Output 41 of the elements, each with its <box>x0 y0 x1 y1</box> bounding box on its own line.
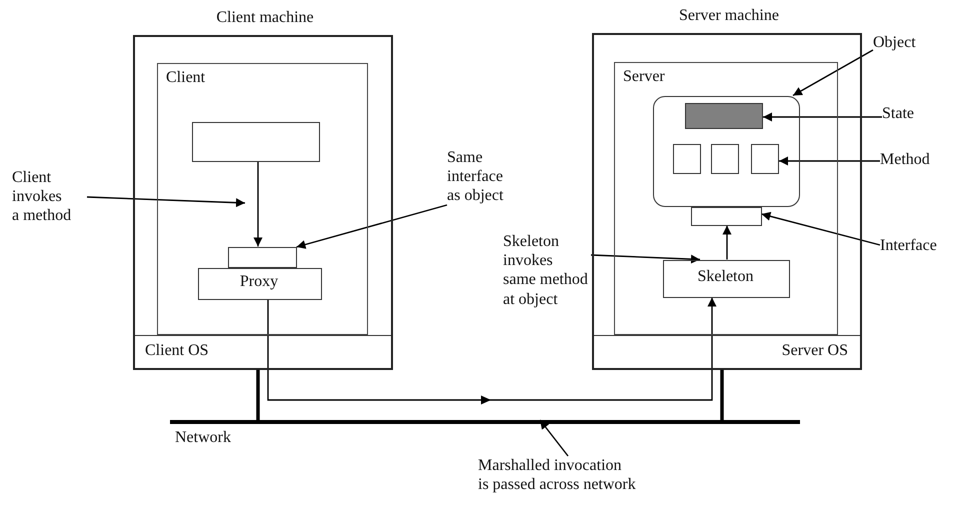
arrow <box>792 49 874 96</box>
object-box <box>652 96 800 206</box>
arrow <box>267 298 716 404</box>
annotation-text: Method <box>880 150 955 170</box>
arrow <box>779 156 880 166</box>
connector-line <box>720 370 724 420</box>
skeleton-box <box>662 260 790 298</box>
layer-label: Client OS <box>145 342 209 360</box>
annotation-text: Same interface as object <box>447 148 527 206</box>
arrow <box>763 112 882 122</box>
annotation-text: Client invokes a method <box>12 168 87 226</box>
arrow <box>86 196 246 208</box>
annotation-text: Skeleton invokes same method at object <box>503 232 591 309</box>
process-box <box>157 63 368 335</box>
interface-box <box>228 246 296 268</box>
annotation-text: Object <box>873 33 953 52</box>
box-label: Skeleton <box>696 268 754 286</box>
machine-title: Client machine <box>215 9 315 27</box>
box-label: Proxy <box>238 272 280 290</box>
interface-box <box>690 206 762 226</box>
machine-title: Server machine <box>678 7 780 25</box>
layer-label: Server OS <box>782 342 848 360</box>
network-label: Network <box>175 429 231 447</box>
arrow <box>761 212 880 246</box>
arrow <box>590 254 700 264</box>
state-box <box>685 103 763 129</box>
method-box <box>673 144 701 174</box>
proxy-box <box>198 268 322 300</box>
connector-line <box>256 370 260 420</box>
method-box <box>711 144 739 174</box>
arrow <box>254 162 262 246</box>
annotation-text: State <box>882 104 952 124</box>
process-box <box>614 62 838 335</box>
annotation-text: Interface <box>880 236 960 256</box>
box-label: Client <box>166 69 206 87</box>
box-label: Server <box>623 68 665 86</box>
code-box <box>192 122 320 162</box>
arrow <box>296 204 448 249</box>
annotation-text: Marshalled invocation is passed across network <box>478 456 683 494</box>
arrow <box>722 226 732 260</box>
method-box <box>751 144 779 174</box>
